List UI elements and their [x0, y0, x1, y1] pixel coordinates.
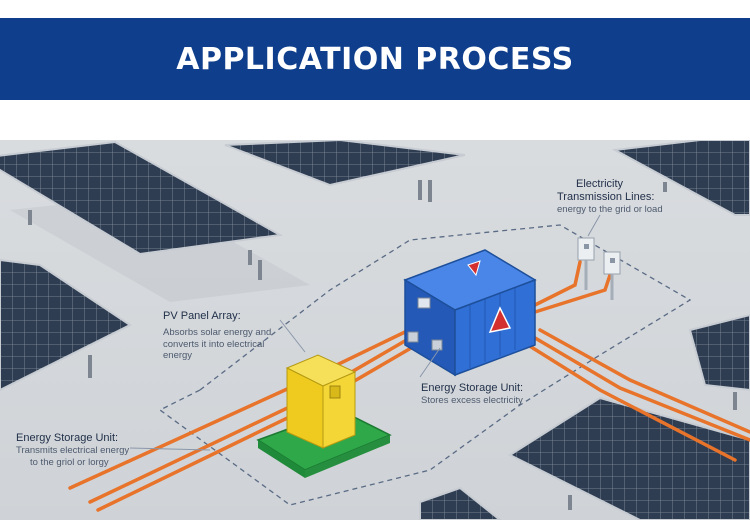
page-title: APPLICATION PROCESS: [176, 41, 574, 77]
solar-scene: [0, 140, 750, 520]
pv-title: PV Panel Array:: [163, 310, 241, 322]
storage-left-desc-line1: Transmits electrical energy: [16, 445, 130, 457]
pv-desc-line2: converts it into electrical: [163, 338, 265, 350]
electric-meter-boxes: [577, 237, 621, 300]
label-pv-array: PV Panel Array: Absorbs solar energy and…: [163, 310, 271, 361]
electricity-title-line2: Transmission Lines:: [557, 191, 655, 204]
label-leader-lines: [129, 214, 601, 451]
solar-scene-illustration: [0, 140, 750, 520]
storage-left-title: Energy Storage Unit:: [16, 432, 119, 444]
pv-panel-group-top-right: [611, 140, 750, 216]
header-banner: APPLICATION PROCESS: [0, 18, 750, 100]
storage-right-title: Energy Storage Unit:: [421, 382, 524, 394]
energy-storage-container: [403, 249, 537, 377]
label-electricity: Electricity Transmission Lines: energy t…: [557, 178, 663, 216]
pv-panel-group-bottom: [419, 486, 502, 520]
system-boundary: [158, 224, 692, 506]
inverter-cabinet: [256, 354, 392, 478]
storage-left-desc-line2: to the griol or lorgy: [30, 456, 109, 468]
pv-panel-group-left: [0, 258, 132, 392]
label-storage-right: Energy Storage Unit: Stores excess elect…: [421, 382, 523, 407]
label-storage-left: Energy Storage Unit: Transmits electrica…: [16, 432, 129, 468]
pv-panel-group-right: [507, 313, 750, 520]
electricity-desc: energy to the grid or load: [557, 204, 663, 216]
pv-panel-group-top-center: [224, 140, 466, 202]
electricity-title-line1: Electricity: [576, 178, 624, 190]
pv-desc-line1: Absorbs solar energy and: [163, 327, 272, 339]
storage-right-desc: Stores excess electricity: [421, 395, 523, 407]
pv-panel-group-top-left: [0, 140, 310, 302]
pv-desc-line3: energy: [163, 349, 193, 361]
